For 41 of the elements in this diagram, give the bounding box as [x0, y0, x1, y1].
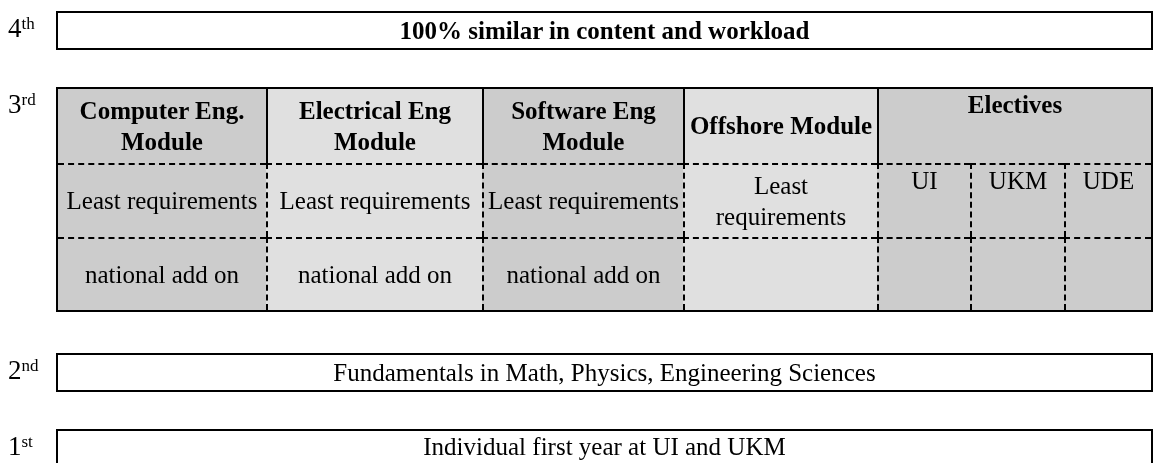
year-label: 2$^{nd}$: [8, 357, 39, 384]
table-cell: [58, 89, 266, 163]
column-heading: Computer Eng. Module: [78, 95, 246, 157]
year-label: 3$^{rd}$: [8, 91, 36, 118]
table-cell: [683, 89, 877, 163]
cell-text: national add on: [505, 259, 662, 290]
cell-text: UKM: [987, 166, 1049, 196]
cell-text: national add on: [83, 259, 241, 290]
table-cell: [58, 163, 266, 237]
year-bar: [56, 353, 1153, 392]
year-bar: [56, 429, 1153, 463]
table-cell: [1064, 163, 1151, 237]
column-heading: Software Eng Module: [510, 95, 657, 157]
table-cell: [266, 89, 482, 163]
table-cell: [482, 163, 683, 237]
year-label: 1$^{st}$: [8, 433, 33, 460]
cell-text: Least requirements: [65, 186, 259, 217]
cell-text: UI: [910, 166, 939, 196]
table-cell: [58, 237, 266, 310]
cell-text: Least requirements: [487, 186, 680, 217]
table-cell: [877, 163, 970, 237]
cell-text: national add on: [296, 259, 454, 290]
table-cell: [970, 163, 1064, 237]
column-heading: Electives: [966, 90, 1064, 120]
cell-text: Individual first year at UI and UKM: [422, 432, 787, 462]
cell-text: UDE: [1081, 166, 1136, 196]
table-cell: [482, 237, 683, 310]
year-bar: [56, 11, 1153, 50]
table-cell: [266, 163, 482, 237]
column-heading: Electrical Eng Module: [297, 95, 453, 157]
table-cell: [266, 237, 482, 310]
cell-text: Least requirements: [278, 186, 472, 217]
table-cell: [877, 89, 1151, 163]
column-heading: Offshore Module: [688, 111, 874, 142]
year-label: 4$^{th}$: [8, 15, 35, 42]
table-cell: [683, 163, 877, 237]
column-heading: 100% similar in content and workload: [398, 15, 811, 46]
cell-text: Fundamentals in Math, Physics, Engineering Sciences: [332, 357, 877, 388]
cell-text: Least requirements: [714, 170, 848, 232]
table-frame: [56, 87, 1153, 312]
table-cell: [482, 89, 683, 163]
